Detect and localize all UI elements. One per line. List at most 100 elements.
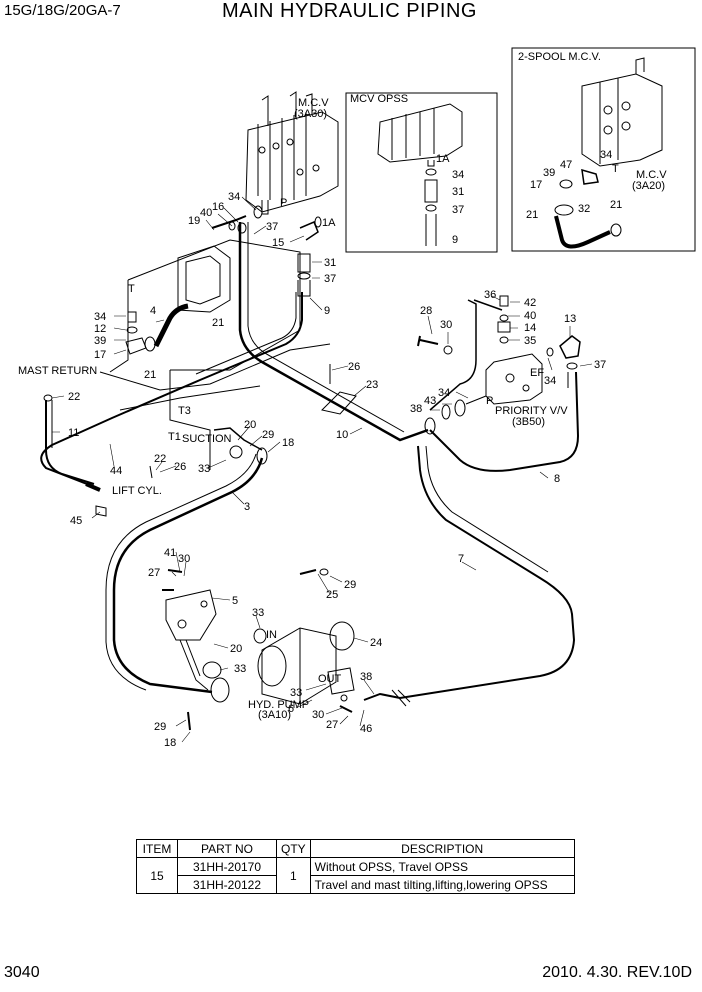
item-cell: 15 bbox=[136, 857, 178, 894]
col-qty: QTY bbox=[276, 839, 311, 858]
callout-31: 31 bbox=[324, 257, 336, 269]
inset-two-spool-title: 2-SPOOL M.C.V. bbox=[518, 51, 601, 63]
part-no-cell: 31HH-20170 bbox=[177, 857, 277, 876]
hydraulic-pump-body bbox=[257, 627, 355, 705]
suction-label: SUCTION bbox=[182, 433, 232, 445]
hyd-pump-label: HYD. PUMP bbox=[248, 699, 309, 711]
callout-22: 22 bbox=[68, 391, 80, 403]
inset-2s-callout-39: 39 bbox=[543, 167, 555, 179]
callout-12: 12 bbox=[94, 323, 106, 335]
callout-26b: 26 bbox=[174, 461, 186, 473]
callout-29c: 29 bbox=[154, 721, 166, 733]
callout-16: 16 bbox=[212, 201, 224, 213]
inset-two-spool-drawing bbox=[554, 57, 663, 249]
callout-14: 14 bbox=[524, 322, 536, 334]
inset-2s-callout-17: 17 bbox=[530, 179, 542, 191]
callout-17: 17 bbox=[94, 349, 106, 361]
callout-23: 23 bbox=[366, 379, 378, 391]
callout-24: 24 bbox=[370, 637, 382, 649]
description-cell: Without OPSS, Travel OPSS bbox=[309, 857, 575, 876]
inset-opss-callout-9: 9 bbox=[452, 234, 458, 246]
chassis-frame bbox=[99, 239, 331, 470]
inset-two-spool-mcv: M.C.V bbox=[636, 169, 667, 181]
inset-mcv-opss-drawing bbox=[377, 103, 463, 246]
clamp-23 bbox=[321, 391, 357, 415]
pipe-11 bbox=[45, 400, 95, 485]
callout-13: 13 bbox=[564, 313, 576, 325]
priority-valve-label: PRIORITY V/V bbox=[495, 405, 568, 417]
suction-flange bbox=[213, 427, 263, 451]
page-title: MAIN HYDRAULIC PIPING bbox=[222, 0, 477, 22]
callout-29: 29 bbox=[262, 429, 274, 441]
callout-35: 35 bbox=[524, 335, 536, 347]
callout-34c: 34 bbox=[544, 375, 556, 387]
fitting-46 bbox=[363, 692, 401, 701]
callout-29b: 29 bbox=[344, 579, 356, 591]
callout-21b: 21 bbox=[144, 369, 156, 381]
pipe-7 bbox=[399, 445, 576, 699]
callout-25: 25 bbox=[326, 589, 338, 601]
priority-valve-ref: (3B50) bbox=[512, 416, 545, 428]
callout-39: 39 bbox=[94, 335, 106, 347]
callout-19: 19 bbox=[188, 215, 200, 227]
model-code: 15G/18G/20GA-7 bbox=[4, 2, 121, 19]
port-t-label: T bbox=[128, 283, 135, 295]
pipe-9 bbox=[40, 292, 303, 487]
mcv-ref-label: (3A30) bbox=[294, 108, 327, 120]
pipe-10-edge bbox=[247, 222, 405, 433]
hyd-pump-ref: (3A10) bbox=[258, 709, 291, 721]
callout-33b: 33 bbox=[252, 607, 264, 619]
callout-8: 8 bbox=[554, 473, 560, 485]
part-no-cell: 31HH-20122 bbox=[177, 875, 277, 894]
page-number: 3040 bbox=[4, 964, 40, 981]
bolt-26-bottom bbox=[149, 465, 153, 479]
col-description: DESCRIPTION bbox=[309, 839, 575, 858]
callout-30: 30 bbox=[440, 319, 452, 331]
revision-date: 2010. 4.30. REV.10D bbox=[542, 964, 692, 981]
callout-41: 41 bbox=[164, 547, 176, 559]
callout-42: 42 bbox=[524, 297, 536, 309]
callout-26: 26 bbox=[348, 361, 360, 373]
callout-6: 6 bbox=[288, 703, 294, 715]
o-ring-24 bbox=[329, 621, 355, 651]
callout-30b: 30 bbox=[178, 553, 190, 565]
inset-2s-callout-21a: 21 bbox=[526, 209, 538, 221]
callout-9: 9 bbox=[324, 305, 330, 317]
inset-two-spool-frame bbox=[511, 47, 696, 252]
parts-table-header-row: ITEM PART NO QTY DESCRIPTION bbox=[136, 839, 575, 858]
inset-opss-callout-37: 37 bbox=[452, 204, 464, 216]
pipe-4 bbox=[153, 303, 189, 348]
port-out-label: OUT bbox=[318, 673, 342, 685]
inset-mcv-opss-frame bbox=[345, 92, 498, 253]
inset-two-spool-port: T bbox=[612, 163, 619, 175]
port-p2-label: P bbox=[486, 395, 493, 407]
port-ef-label: EF bbox=[530, 367, 544, 379]
inset-opss-callout-31: 31 bbox=[452, 186, 464, 198]
port-1a-label: 1A bbox=[322, 217, 336, 229]
callout-34: 34 bbox=[228, 191, 240, 203]
callout-44: 44 bbox=[110, 465, 122, 477]
callout-20: 20 bbox=[244, 419, 256, 431]
inset-two-spool-ref: (3A20) bbox=[632, 180, 665, 192]
callout-37: 37 bbox=[266, 221, 278, 233]
inset-2s-callout-21b: 21 bbox=[610, 199, 622, 211]
priority-valve-body bbox=[424, 353, 543, 435]
callout-4: 4 bbox=[150, 305, 156, 317]
lift-cyl-label: LIFT CYL. bbox=[112, 485, 162, 497]
callout-11: 11 bbox=[68, 427, 79, 439]
callout-21a: 21 bbox=[212, 317, 224, 329]
callout-28: 28 bbox=[420, 305, 432, 317]
callout-33c: 33 bbox=[234, 663, 246, 675]
port-p-label: P bbox=[280, 197, 287, 209]
port-t1-label: T1 bbox=[168, 431, 181, 443]
inset-2s-callout-34: 34 bbox=[600, 149, 612, 161]
callout-40b: 40 bbox=[524, 310, 536, 322]
table-row: 15 31HH-20170 1 Without OPSS, Travel OPS… bbox=[136, 857, 575, 894]
pipe-priority-feed bbox=[429, 299, 477, 411]
mcv-label: M.C.V bbox=[298, 97, 329, 109]
callout-20b: 20 bbox=[230, 643, 242, 655]
port-in-label: IN bbox=[266, 629, 277, 641]
callout-5: 5 bbox=[232, 595, 238, 607]
callout-7: 7 bbox=[458, 553, 464, 565]
